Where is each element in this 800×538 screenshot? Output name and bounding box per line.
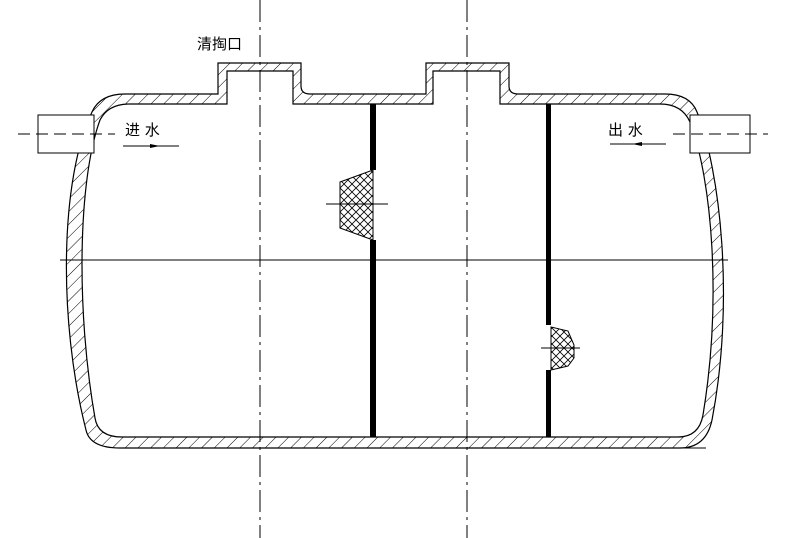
tank-shell bbox=[65, 62, 725, 449]
cleanout-label: 清掏口 bbox=[197, 35, 243, 53]
baffle-1-lower bbox=[370, 240, 376, 437]
filter-mesh-1 bbox=[339, 169, 374, 241]
baffle-2-lower bbox=[546, 370, 551, 437]
inlet-arrow-icon bbox=[150, 144, 160, 148]
baffle-1-upper bbox=[370, 104, 376, 170]
outlet-label: 出 水 bbox=[608, 121, 643, 139]
baffle-2-upper bbox=[546, 104, 551, 325]
outlet-arrow-icon bbox=[632, 142, 642, 146]
inlet-label: 进 水 bbox=[125, 121, 160, 139]
